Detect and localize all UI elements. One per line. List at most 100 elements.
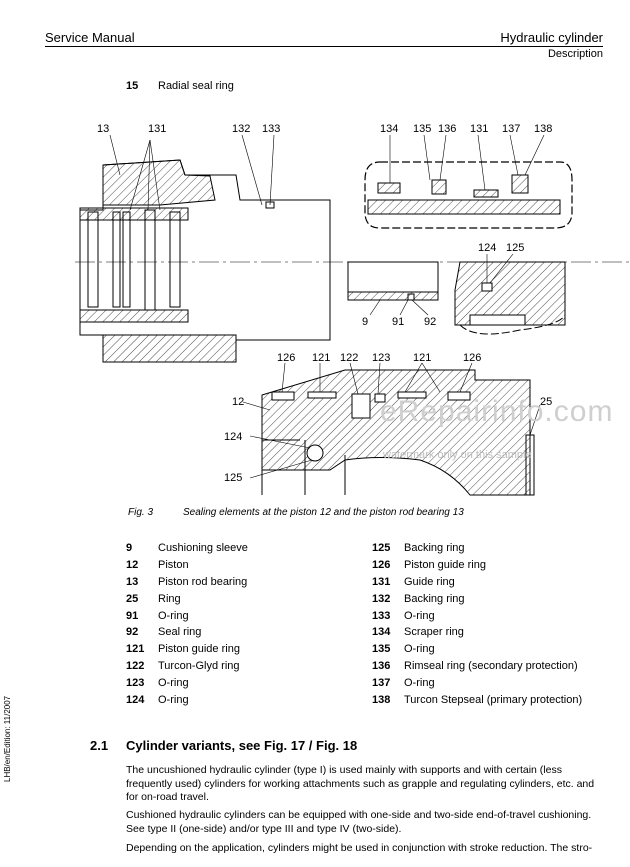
legend-num: 124	[126, 694, 145, 707]
legend-num: 134	[372, 626, 391, 639]
callout-137: 137	[502, 123, 520, 135]
legend-num: 12	[126, 558, 139, 571]
callout-91: 91	[392, 316, 404, 328]
legend-item: 132 Backing ring	[372, 591, 582, 608]
header-rule	[45, 46, 603, 47]
legend-item: 136 Rimseal ring (secondary protection)	[372, 658, 582, 675]
callout-92: 92	[424, 316, 436, 328]
legend-label: Backing ring	[404, 542, 465, 554]
legend-item: 121 Piston guide ring	[126, 641, 248, 658]
callout-125-lower: 125	[224, 472, 242, 484]
callout-123: 123	[372, 352, 390, 364]
header-title: Service Manual	[45, 30, 135, 45]
legend-item: 138 Turcon Stepseal (primary protection)	[372, 692, 582, 709]
legend-label: Rimseal ring (secondary protection)	[404, 660, 578, 673]
legend-item: 133 O-ring	[372, 608, 582, 625]
legend-item: 9 Cushioning sleeve	[126, 540, 248, 557]
callout-135: 135	[413, 123, 431, 135]
legend-item: 92 Seal ring	[126, 624, 248, 641]
header-subsection: Description	[547, 48, 603, 60]
paragraph-1: The uncushioned hydraulic cylinder (type…	[126, 764, 595, 803]
legend-item: 25 Ring	[126, 591, 248, 608]
legend-label: Backing ring	[404, 592, 465, 605]
legend-num: 25	[126, 592, 139, 605]
figure-caption-label: Fig. 3	[128, 507, 154, 518]
legend-num: 123	[126, 677, 145, 690]
legend-label: Ring	[158, 592, 181, 605]
paragraph-2: Cushioned hydraulic cylinders can be equ…	[126, 809, 592, 835]
item-15-num: 15	[126, 80, 139, 92]
item-15: 15 Radial seal ring	[126, 80, 234, 92]
callout-131-left: 131	[148, 123, 166, 135]
legend-num: 131	[372, 575, 391, 588]
callout-124-lower: 124	[224, 431, 242, 443]
legend-num: 9	[126, 542, 133, 554]
legend-num: 137	[372, 677, 391, 690]
callout-13: 13	[97, 123, 109, 135]
legend-item: 125 Backing ring	[372, 540, 582, 557]
section-title: Cylinder variants, see Fig. 17 / Fig. 18	[126, 738, 358, 753]
legend-label: O-ring	[404, 643, 435, 656]
legend-num: 133	[372, 609, 391, 622]
callout-132: 132	[232, 123, 250, 135]
callout-124-upper: 124	[478, 242, 496, 254]
legend-item: 124 O-ring	[126, 692, 248, 709]
legend-num: 125	[372, 542, 391, 554]
legend-num: 136	[372, 660, 391, 673]
legend-label: Seal ring	[158, 626, 202, 639]
legend-item: 135 O-ring	[372, 641, 582, 658]
callout-121-right: 121	[413, 352, 431, 364]
sealing-diagram: 13 131 132 133 134 135 136 131 137 138 1…	[75, 123, 630, 496]
legend-num: 122	[126, 660, 145, 673]
figure-caption-text: Sealing elements at the piston 12 and th…	[183, 507, 464, 518]
callout-138: 138	[534, 123, 552, 135]
callout-136: 136	[438, 123, 456, 135]
legend-num: 91	[126, 609, 139, 622]
section-number: 2.1	[90, 738, 109, 753]
callout-131-right: 131	[470, 123, 488, 135]
legend-item: 123 O-ring	[126, 675, 248, 692]
legend-item: 91 O-ring	[126, 608, 248, 625]
legend-label: O-ring	[404, 609, 435, 622]
legend-label: Guide ring	[404, 575, 455, 588]
legend-label: Turcon Stepseal (primary protection)	[404, 694, 583, 707]
legend-label: Piston guide ring	[158, 643, 240, 656]
figure-caption: Fig. 3 Sealing elements at the piston 12 …	[128, 507, 464, 518]
legend-item: 12 Piston	[126, 557, 248, 574]
callout-9: 9	[362, 316, 368, 328]
callout-12: 12	[232, 396, 244, 408]
callout-126-right: 126	[463, 352, 481, 364]
watermark: eRepairinfo.com	[380, 395, 614, 428]
legend-label: O-ring	[404, 677, 435, 690]
header-section: Hydraulic cylinder	[500, 30, 603, 45]
legend-num: 121	[126, 643, 145, 656]
legend-num: 92	[126, 626, 139, 639]
callout-125-upper: 125	[506, 242, 524, 254]
legend-num: 138	[372, 694, 391, 707]
legend-num: 132	[372, 592, 391, 605]
callout-122: 122	[340, 352, 358, 364]
legend-item: 131 Guide ring	[372, 574, 582, 591]
legend-label: Turcon-Glyd ring	[158, 660, 240, 673]
legend-num: 13	[126, 575, 139, 588]
legend-label: Piston guide ring	[404, 558, 486, 571]
legend-label: Cushioning sleeve	[158, 542, 248, 554]
paragraph-3: Depending on the application, cylinders …	[126, 842, 593, 854]
legend-item: 137 O-ring	[372, 675, 582, 692]
callout-134: 134	[380, 123, 398, 135]
edition-note: LHB/en/Edition: 11/2007	[3, 695, 12, 782]
legend-label: O-ring	[158, 694, 189, 707]
legend-label: O-ring	[158, 677, 189, 690]
legend-label: O-ring	[158, 609, 189, 622]
callout-121-left: 121	[312, 352, 330, 364]
item-15-label: Radial seal ring	[158, 80, 234, 92]
legend-num: 135	[372, 643, 391, 656]
legend-label: Piston	[158, 558, 189, 571]
callout-126-left: 126	[277, 352, 295, 364]
callout-25: 25	[540, 396, 552, 408]
